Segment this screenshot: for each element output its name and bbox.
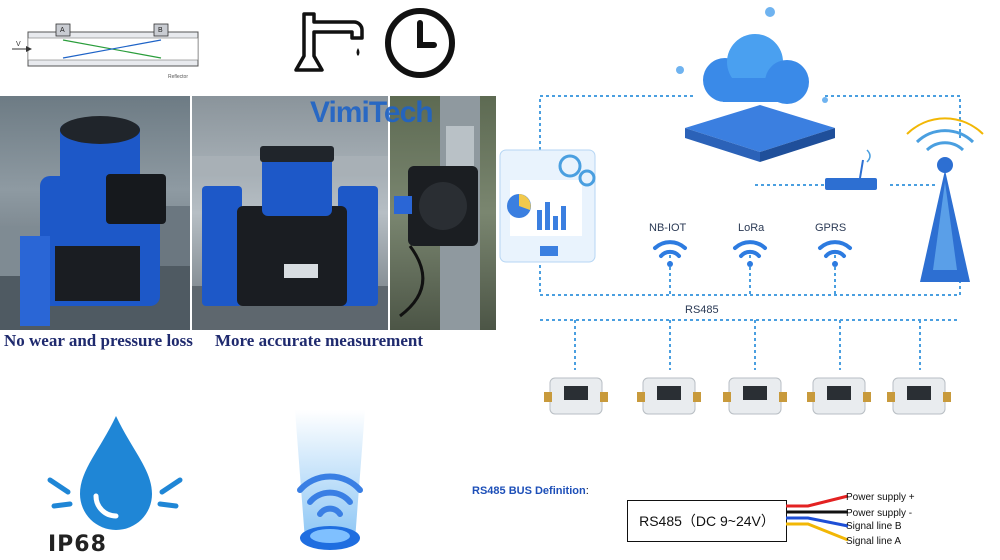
ultrasonic-diagram: V A B Reflector bbox=[12, 23, 199, 80]
wifi-icon-lora bbox=[733, 240, 767, 258]
wifi-icon-nbiot bbox=[653, 240, 687, 258]
flow-label: V bbox=[16, 41, 21, 48]
cell-tower-icon bbox=[906, 117, 984, 282]
water-meter-5 bbox=[887, 377, 951, 415]
water-meter-2 bbox=[637, 377, 701, 415]
wire-signal-a bbox=[786, 522, 849, 542]
sensor-a-label: A bbox=[60, 27, 65, 34]
label-rs485: RS485 bbox=[685, 304, 719, 316]
brand-watermark: VimiTech bbox=[310, 96, 434, 129]
rs485-wires bbox=[786, 494, 849, 542]
caption-accuracy: More accurate measurement bbox=[215, 331, 424, 350]
label-gprs: GPRS bbox=[815, 222, 847, 234]
wire-signal-b bbox=[786, 516, 849, 528]
meter-photo-3 bbox=[390, 96, 496, 330]
wire-label-power-positive: Power supply + bbox=[846, 492, 915, 503]
rs485-terminal-box: RS485（DC 9~24V） bbox=[627, 500, 787, 542]
water-meter-1 bbox=[544, 377, 608, 415]
cloud-icon bbox=[676, 7, 835, 162]
ip68-label: IP68 bbox=[48, 532, 107, 557]
water-meter-row bbox=[544, 377, 951, 415]
faucet-icon bbox=[294, 12, 364, 72]
meter-photo-2 bbox=[192, 96, 388, 330]
clock-icon bbox=[385, 8, 455, 78]
wire-label-signal-b: Signal line B bbox=[846, 521, 902, 532]
wire-power-positive bbox=[786, 494, 849, 508]
router-icon bbox=[825, 149, 877, 190]
wire-label-signal-a: Signal line A bbox=[846, 536, 902, 547]
reflector-label: Reflector bbox=[168, 74, 188, 80]
label-lora: LoRa bbox=[738, 222, 765, 234]
sensor-b-label: B bbox=[158, 27, 163, 34]
water-meter-3 bbox=[723, 377, 787, 415]
wire-label-power-negative: Power supply - bbox=[846, 508, 913, 519]
rs485-title: RS485 BUS Definition: bbox=[472, 485, 589, 497]
water-meter-4 bbox=[807, 377, 871, 415]
label-nbiot: NB-IOT bbox=[649, 222, 687, 234]
meter-photo-1 bbox=[0, 96, 190, 330]
water-drop-icon bbox=[47, 416, 183, 530]
network-diagram bbox=[499, 7, 984, 415]
wifi-icon-gprs bbox=[818, 240, 852, 258]
caption-no-wear: No wear and pressure loss bbox=[4, 331, 193, 350]
wireless-signal-icon bbox=[295, 410, 365, 550]
computer-icon bbox=[499, 149, 596, 263]
